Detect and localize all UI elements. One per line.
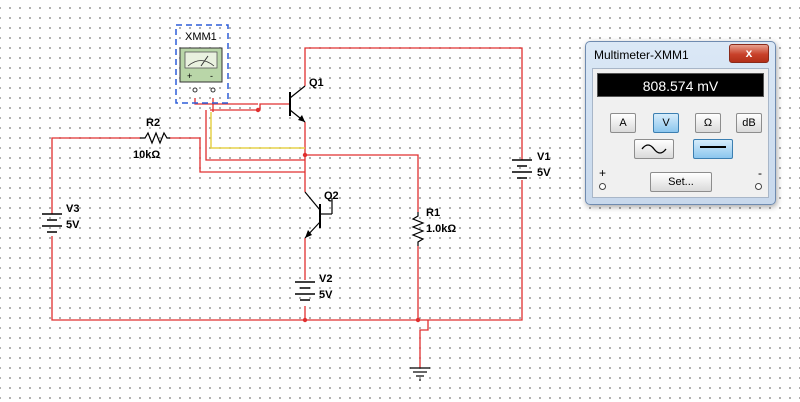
ground-symbol[interactable] [410, 367, 430, 381]
wire-meter-probe-yellow[interactable] [210, 112, 305, 149]
battery-v1[interactable]: V1 5V [512, 151, 551, 179]
v2-name: V2 [319, 273, 332, 285]
wire-emitter-r1[interactable] [305, 154, 419, 212]
r1-name: R1 [426, 207, 440, 219]
multimeter-xmm1-symbol[interactable]: XMM1 + - [175, 24, 229, 104]
wire-base-left[interactable] [205, 110, 305, 161]
ohmmeter-mode-button[interactable]: Ω [695, 113, 721, 133]
v2-value: 5V [319, 289, 333, 301]
resistor-r2[interactable]: R2 10kΩ [133, 117, 170, 161]
sine-wave-icon [641, 144, 667, 154]
wire-meter-plus[interactable] [194, 98, 258, 105]
transistor-q1[interactable]: Q1 [289, 77, 324, 123]
resistor-r1[interactable]: R1 1.0kΩ [411, 207, 456, 246]
multimeter-panel: 808.574 mV A V Ω dB + - Set... [592, 68, 769, 198]
q1-name: Q1 [309, 77, 324, 89]
voltmeter-mode-button[interactable]: V [653, 113, 679, 133]
v3-name: V3 [66, 203, 79, 215]
r2-value: 10kΩ [133, 149, 160, 161]
dc-mode-button[interactable] [693, 139, 733, 159]
wire-v3-r2[interactable] [51, 137, 140, 214]
plus-terminal-label: + [599, 166, 607, 180]
dc-line-icon [700, 146, 726, 148]
minus-terminal-label: - [758, 166, 762, 180]
battery-v3[interactable]: V3 5V [42, 203, 80, 233]
v3-value: 5V [66, 219, 80, 231]
ac-mode-button[interactable] [634, 139, 674, 159]
plus-terminal[interactable] [599, 183, 606, 190]
wires [51, 47, 523, 368]
set-button[interactable]: Set... [650, 172, 712, 192]
xmm1-minus-symbol: - [210, 71, 213, 81]
xmm1-label: XMM1 [185, 31, 217, 43]
r1-value: 1.0kΩ [426, 223, 456, 235]
wire-v1-q1-collector[interactable] [304, 47, 523, 160]
wire-ground-drop[interactable] [419, 320, 429, 368]
q2-name: Q2 [324, 190, 339, 202]
multimeter-window[interactable]: Multimeter-XMM1 x 808.574 mV A V Ω dB + … [585, 41, 776, 205]
minus-terminal[interactable] [755, 183, 762, 190]
r2-name: R2 [146, 117, 160, 129]
wire-v3-ground[interactable] [51, 236, 428, 321]
reading-display: 808.574 mV [597, 73, 764, 97]
wire-base-node[interactable] [210, 103, 290, 111]
transistor-q2[interactable]: Q2 [304, 190, 339, 239]
junction-dots [255, 107, 421, 323]
ammeter-mode-button[interactable]: A [610, 113, 636, 133]
decibel-mode-button[interactable]: dB [736, 113, 762, 133]
xmm1-plus-symbol: + [187, 71, 192, 81]
close-button[interactable]: x [729, 44, 769, 63]
window-title: Multimeter-XMM1 [594, 48, 689, 62]
wire-r2-base[interactable] [170, 137, 305, 173]
v1-name: V1 [537, 151, 550, 163]
v1-value: 5V [537, 167, 551, 179]
battery-v2[interactable]: V2 5V [295, 273, 333, 301]
wire-bottom-v1[interactable] [428, 180, 523, 321]
